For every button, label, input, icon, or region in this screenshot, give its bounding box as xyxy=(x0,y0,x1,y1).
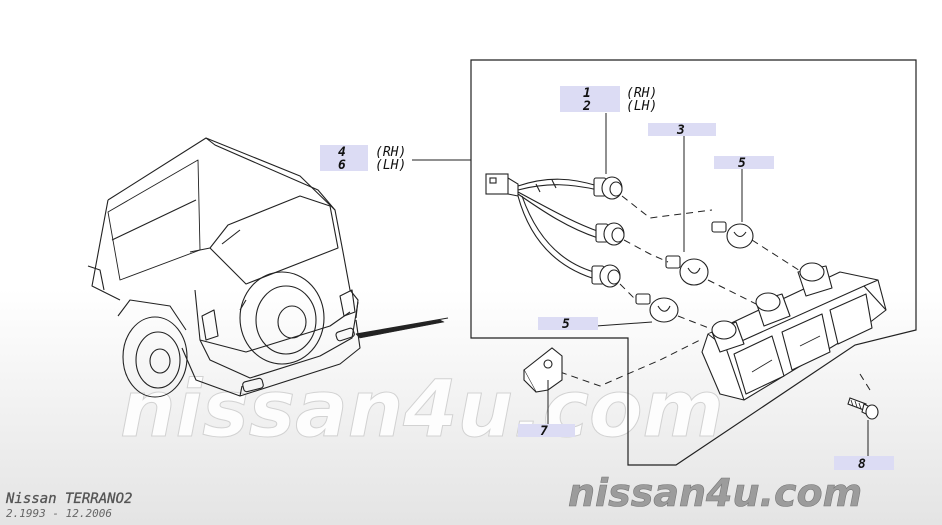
callout-part-2[interactable]: 2 xyxy=(582,99,591,114)
callout-side-lh-2: (LH) xyxy=(626,99,657,114)
bulb-bottom xyxy=(635,293,679,323)
screw xyxy=(847,397,879,420)
vehicle-period: 2.1993 - 12.2006 xyxy=(6,507,112,520)
callout-part-5-top[interactable]: 5 xyxy=(738,156,746,171)
assembly-dashes xyxy=(559,195,871,391)
bulb-socket-top xyxy=(593,176,623,200)
leader-lines xyxy=(412,113,869,456)
callout-part-6[interactable]: 6 xyxy=(338,158,346,173)
label-box-5-top xyxy=(714,156,774,169)
label-box-5-bottom xyxy=(538,317,598,330)
label-box-1-2 xyxy=(560,86,620,112)
label-box-8 xyxy=(834,456,894,470)
vehicle-illustration xyxy=(87,137,449,398)
bulb-middle xyxy=(665,255,709,286)
tail-lamp-housing xyxy=(701,262,887,401)
corner-watermark: nissan4u.com xyxy=(568,471,862,515)
callout-part-1[interactable]: 1 xyxy=(583,86,591,101)
bulb-top-right xyxy=(711,221,754,249)
label-box-3 xyxy=(648,123,716,136)
bulb-socket-bottom xyxy=(591,264,621,288)
callout-part-4[interactable]: 4 xyxy=(338,145,346,160)
label-box-4-6 xyxy=(320,145,368,171)
center-watermark: nissan4u.com xyxy=(120,365,724,455)
callout-side-lh-6: (LH) xyxy=(375,158,406,173)
label-boxes xyxy=(320,86,894,470)
callout-part-7[interactable]: 7 xyxy=(540,424,548,439)
mounting-clip xyxy=(523,347,563,393)
callout-part-3[interactable]: 3 xyxy=(676,123,685,138)
vehicle-model: Nissan TERRANO2 xyxy=(5,491,132,507)
callout-side-rh-1: (RH) xyxy=(626,86,657,101)
bulb-socket-middle xyxy=(595,222,625,246)
wiring-harness xyxy=(485,173,601,279)
callout-side-rh-4: (RH) xyxy=(375,145,406,160)
assembly-frame xyxy=(470,59,917,466)
callout-part-8[interactable]: 8 xyxy=(858,457,866,472)
callout-part-5-bottom[interactable]: 5 xyxy=(562,317,570,332)
label-box-7 xyxy=(518,424,575,437)
